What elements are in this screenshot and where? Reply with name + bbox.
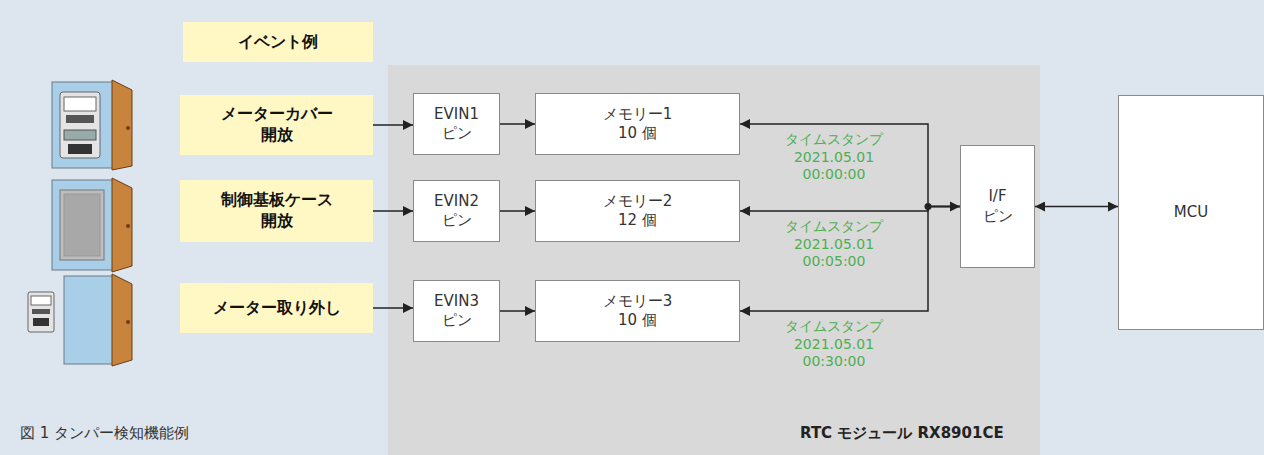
text-holder: イベント例 bbox=[183, 22, 373, 62]
text-holder: メーター取り外し bbox=[180, 283, 373, 333]
box-label: メーター取り外し bbox=[213, 298, 341, 319]
connector-arrow bbox=[740, 207, 960, 312]
text-holder: メーターカバー 開放 bbox=[180, 95, 373, 155]
figure-caption: 図 1 タンパー検知機能例 bbox=[20, 424, 189, 443]
meter-cover-icon bbox=[52, 80, 132, 170]
timestamp-label: タイムスタンプ 2021.05.01 00:00:00 bbox=[779, 131, 889, 184]
text-holder: I/F ピン bbox=[961, 146, 1034, 267]
pin-box: EVIN1 ピン bbox=[413, 93, 500, 155]
text-holder: メモリー2 12 個 bbox=[536, 181, 739, 241]
module-name: RTC モジュール RX8901CE bbox=[800, 424, 1004, 443]
box-label: 制御基板ケース 開放 bbox=[207, 190, 347, 232]
connector-arrow bbox=[740, 124, 960, 207]
text-holder: MCU bbox=[1119, 96, 1263, 329]
connector-arrow bbox=[740, 207, 960, 212]
rtc-module-panel: RTC モジュール RX8901CE EVIN1 ピン メモリー1 10 個 EVIN… bbox=[388, 65, 1040, 455]
meter-removed-icon bbox=[28, 274, 132, 366]
text-holder: メモリー3 10 個 bbox=[536, 281, 739, 341]
event-box: 制御基板ケース 開放 bbox=[180, 180, 373, 242]
box-label: EVIN2 ピン bbox=[432, 192, 482, 231]
connector-arrow bbox=[373, 124, 413, 126]
connector-arrow bbox=[373, 210, 413, 212]
timestamp-label: タイムスタンプ 2021.05.01 00:05:00 bbox=[779, 218, 889, 271]
interface-pin-box: I/F ピン bbox=[960, 145, 1035, 268]
event-box: メーター取り外し bbox=[180, 283, 373, 333]
memory-box: メモリー1 10 個 bbox=[535, 93, 740, 155]
connector-arrow bbox=[500, 123, 535, 125]
control-case-icon bbox=[52, 178, 132, 272]
text-holder: メモリー1 10 個 bbox=[536, 94, 739, 154]
timestamp-label: タイムスタンプ 2021.05.01 00:30:00 bbox=[779, 318, 889, 371]
event-box: メーターカバー 開放 bbox=[180, 95, 373, 155]
text-holder: EVIN2 ピン bbox=[414, 181, 499, 241]
pin-box: EVIN3 ピン bbox=[413, 280, 500, 342]
memory-box: メモリー3 10 個 bbox=[535, 280, 740, 342]
box-label: MCU bbox=[1174, 203, 1208, 223]
heading-box: イベント例 bbox=[183, 22, 373, 62]
box-label: メモリー2 12 個 bbox=[597, 192, 679, 231]
connector-arrow bbox=[1035, 206, 1118, 208]
text-holder: 制御基板ケース 開放 bbox=[180, 180, 373, 242]
box-label: メモリー1 10 個 bbox=[597, 105, 679, 144]
box-label: イベント例 bbox=[238, 32, 318, 53]
text-holder: EVIN1 ピン bbox=[414, 94, 499, 154]
connector-arrow bbox=[373, 307, 413, 309]
connector-arrow bbox=[500, 210, 535, 212]
box-label: EVIN1 ピン bbox=[432, 105, 482, 144]
box-label: I/F ピン bbox=[978, 187, 1018, 226]
box-label: EVIN3 ピン bbox=[432, 292, 482, 331]
box-label: メーターカバー 開放 bbox=[207, 104, 347, 146]
box-label: メモリー3 10 個 bbox=[597, 292, 679, 331]
pin-box: EVIN2 ピン bbox=[413, 180, 500, 242]
connector-arrow bbox=[500, 310, 535, 312]
mcu-box: MCU bbox=[1118, 95, 1264, 330]
memory-box: メモリー2 12 個 bbox=[535, 180, 740, 242]
text-holder: EVIN3 ピン bbox=[414, 281, 499, 341]
